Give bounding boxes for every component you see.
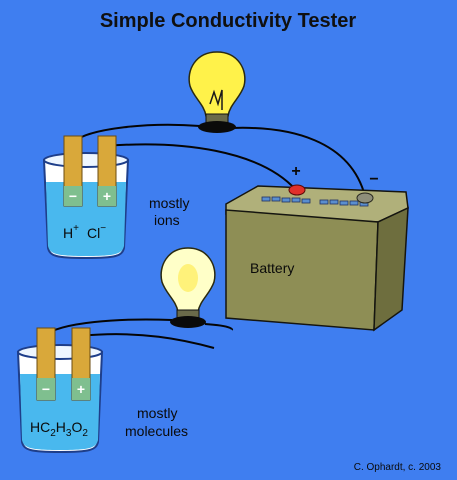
positive-terminal-sign: + (291, 163, 300, 180)
diagram-title: Simple Conductivity Tester (100, 10, 357, 32)
credit-text: C. Ophardt, c. 2003 (354, 462, 442, 473)
top-beaker: − + H+Cl− (42, 135, 130, 260)
bulb-socket (170, 316, 206, 328)
bottom-caption-line2: molecules (125, 423, 188, 439)
top-electrode-negative-sign: − (69, 188, 77, 204)
battery-label: Battery (250, 260, 294, 276)
battery-icon (225, 209, 379, 331)
cation-charge: + (73, 223, 79, 234)
bottom-electrode-negative-band (37, 378, 55, 400)
wire-bottom-right-electrode (79, 333, 215, 349)
formula-part-1: 2 (50, 428, 56, 439)
anion-symbol: Cl (87, 225, 100, 241)
light-bulb-icon (188, 51, 246, 117)
negative-terminal-sign: − (369, 171, 378, 188)
formula-part-2: H (56, 419, 66, 435)
bulb-socket (198, 121, 236, 133)
formula-part-3: 3 (66, 428, 72, 439)
top-electrode-negative-band (64, 186, 82, 206)
formula-part-5: 2 (82, 428, 88, 439)
top-electrode-positive-sign: + (103, 188, 111, 204)
positive-terminal (288, 184, 306, 196)
bottom-electrode-negative-sign: − (42, 381, 50, 397)
bottom-electrode-positive-sign: + (77, 381, 85, 397)
bottom-beaker: − + HC2H3O2 (16, 327, 104, 454)
top-solution-formula: H+ Cl− (63, 223, 106, 241)
bottom-electrode-positive-band (72, 378, 90, 400)
wire-bulb-to-negative-terminal (231, 126, 366, 197)
cation-symbol: H (63, 225, 73, 241)
battery-side-face (373, 206, 409, 332)
anion-charge: − (100, 223, 106, 234)
wire-bulb-to-top-left-electrode (72, 123, 201, 143)
battery: + − Battery (225, 163, 409, 332)
top-electrode-positive-band (98, 186, 116, 206)
negative-terminal (356, 192, 374, 204)
top-caption-line1: mostly (149, 195, 189, 211)
bottom-caption-line1: mostly (137, 405, 177, 421)
bottom-bulb (160, 247, 216, 328)
formula-part-0: HC (30, 419, 50, 435)
bottom-solution-formula: HC2H3O2 (30, 419, 88, 439)
bulb-glow-core (178, 264, 198, 292)
top-caption-line2: ions (154, 212, 180, 228)
wire-top-right-electrode-to-positive-terminal (105, 143, 297, 191)
wire-bottom-bulb-to-right (204, 323, 234, 331)
formula-part-4: O (71, 419, 82, 435)
bulb-filament (209, 89, 223, 110)
top-bulb (188, 51, 246, 133)
